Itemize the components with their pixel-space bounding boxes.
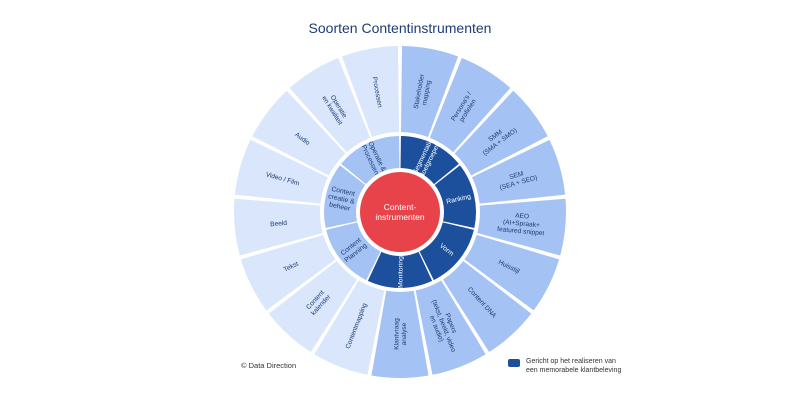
outer-segment-video xyxy=(234,139,328,204)
outer-segment-audio xyxy=(252,90,346,176)
outer-segment-processen xyxy=(341,46,400,138)
label-line: mapping xyxy=(421,80,433,106)
inner-ring: SegmentatiedoelgroepenRankingVormMonitor… xyxy=(324,136,476,288)
outer-label-klantvraag: Klantvraaganalyse xyxy=(394,318,409,350)
inner-label-content-creatie: Contentcreatie &beheer xyxy=(326,185,358,213)
label-line: (AI+Spraak+ xyxy=(503,219,541,229)
outer-segment-personas xyxy=(429,57,511,153)
legend-line: een memorabele klantbeleving xyxy=(526,367,622,374)
outer-segment-klantvraag xyxy=(371,290,429,378)
label-line: AEO xyxy=(515,212,530,220)
copyright-text: © Data Direction xyxy=(241,361,297,370)
label-line: SEM xyxy=(509,170,525,181)
label-line: Klantvraag xyxy=(394,318,401,350)
label-line: Content- xyxy=(384,202,417,212)
label-line: Beeld xyxy=(270,220,288,229)
outer-segment-sem xyxy=(472,139,566,204)
label-line: beheer xyxy=(328,201,351,213)
outer-segment-operatie-kwaliteit xyxy=(289,57,371,153)
outer-segment-smm xyxy=(454,90,548,176)
inner-segment-content-planning xyxy=(326,222,381,281)
legend-line: Gericht op het realiseren van xyxy=(526,358,616,365)
label-line: instrumenten xyxy=(375,212,424,222)
inner-segment-vorm xyxy=(419,222,474,281)
outer-segment-contentmapping xyxy=(314,280,385,375)
inner-segment-content-creatie xyxy=(324,165,366,229)
outer-label-aeo: AEO(AI+Spraak+featured snippet xyxy=(497,211,546,237)
diagram-title: Soorten Contentinstrumenten xyxy=(308,20,492,36)
inner-label-monitoring: Monitoring xyxy=(397,256,404,288)
center-label: Content-instrumenten xyxy=(375,202,424,222)
outer-segment-beeld xyxy=(234,198,323,256)
center-circle xyxy=(360,172,440,252)
inner-segment-segmentatie xyxy=(400,136,459,185)
inner-segment-operatie-processen xyxy=(341,136,400,185)
outer-segment-content-dna xyxy=(442,260,532,353)
label-line: featured snippet xyxy=(497,226,545,237)
outer-segment-huisstijl xyxy=(464,234,560,311)
outer-segment-stakeholder xyxy=(400,46,459,138)
label-line: Monitoring xyxy=(397,256,404,288)
outer-label-beeld: Beeld xyxy=(270,220,288,229)
inner-segment-monitoring xyxy=(367,251,433,288)
legend: Gericht op het realiseren van een memora… xyxy=(508,357,621,375)
legend-swatch xyxy=(508,359,520,367)
outer-segment-contentkalender xyxy=(268,260,358,353)
outer-segment-aeo xyxy=(477,198,566,256)
center-hub: Content-instrumenten xyxy=(360,172,440,252)
outer-segment-tekst xyxy=(240,234,336,311)
label-line: analyse xyxy=(401,322,408,345)
inner-segment-ranking xyxy=(434,165,476,229)
outer-segment-papers xyxy=(415,280,486,375)
legend-text: Gericht op het realiseren van een memora… xyxy=(526,357,621,375)
